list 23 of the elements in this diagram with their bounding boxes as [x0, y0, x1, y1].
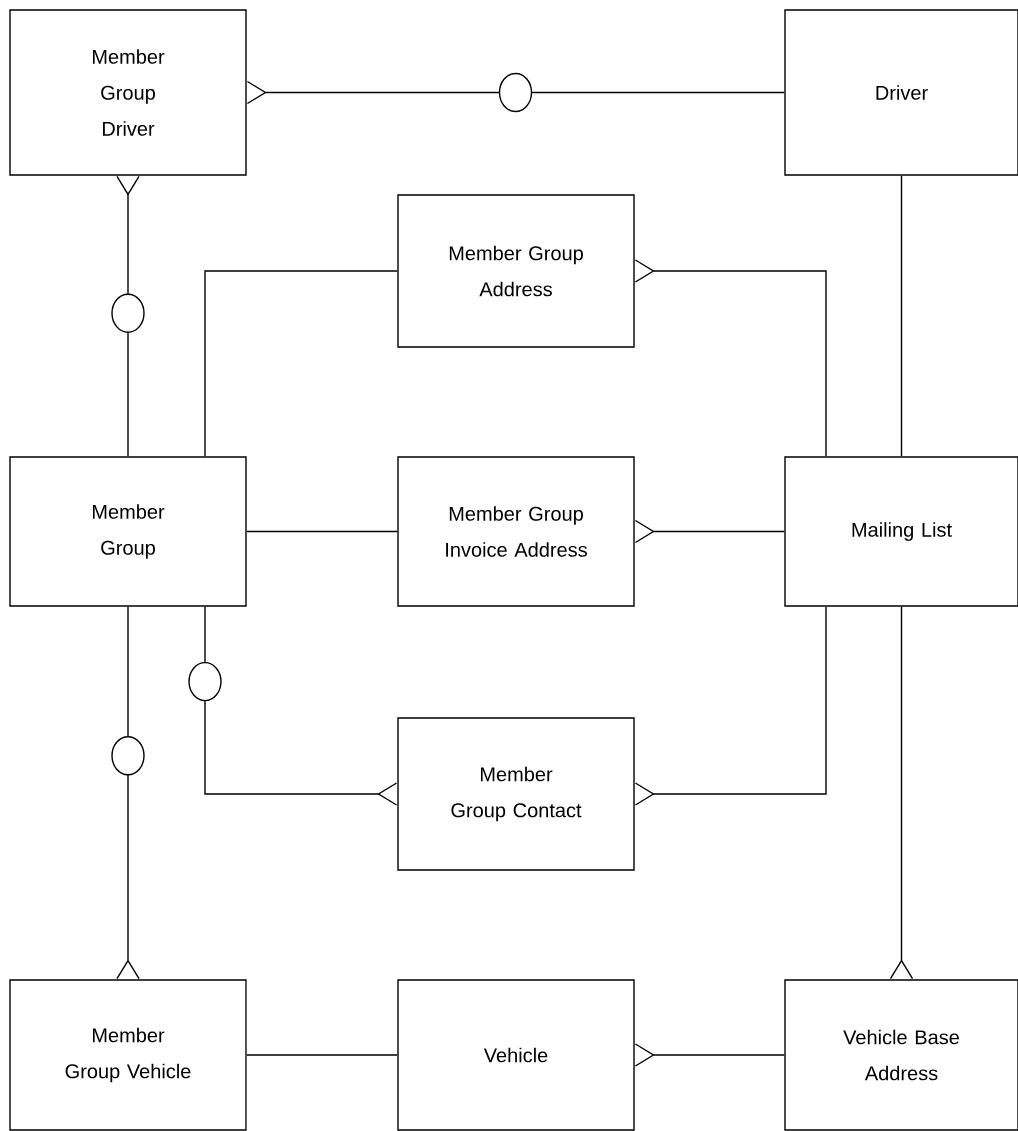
entity-box: Member Group Address — [397, 194, 635, 348]
relationship-line — [634, 606, 827, 806]
entity-box: Member Group Driver — [9, 9, 247, 176]
entity-box: Member Group Contact — [397, 717, 635, 871]
relationship-line — [204, 270, 398, 457]
entity-box: Member Group — [9, 456, 247, 607]
relationship-line — [188, 606, 398, 806]
relationship-line — [246, 530, 398, 533]
relationship-line — [634, 259, 827, 457]
relationship-line — [246, 72, 785, 113]
entity-box: Driver — [784, 9, 1018, 176]
entity-box: Member Group Vehicle — [9, 979, 247, 1131]
relationship-line — [634, 519, 785, 544]
relationship-line — [111, 606, 145, 980]
entity-box: Member Group Invoice Address — [397, 456, 635, 607]
entity-box: Vehicle — [397, 979, 635, 1131]
entity-box: Vehicle Base Address — [784, 979, 1018, 1131]
relationship-line — [889, 606, 914, 980]
relationship-line — [900, 175, 903, 457]
relationship-line — [111, 175, 145, 457]
relationship-line — [634, 1043, 785, 1067]
entity-box: Mailing List — [784, 456, 1018, 607]
relationship-line — [246, 1054, 398, 1056]
